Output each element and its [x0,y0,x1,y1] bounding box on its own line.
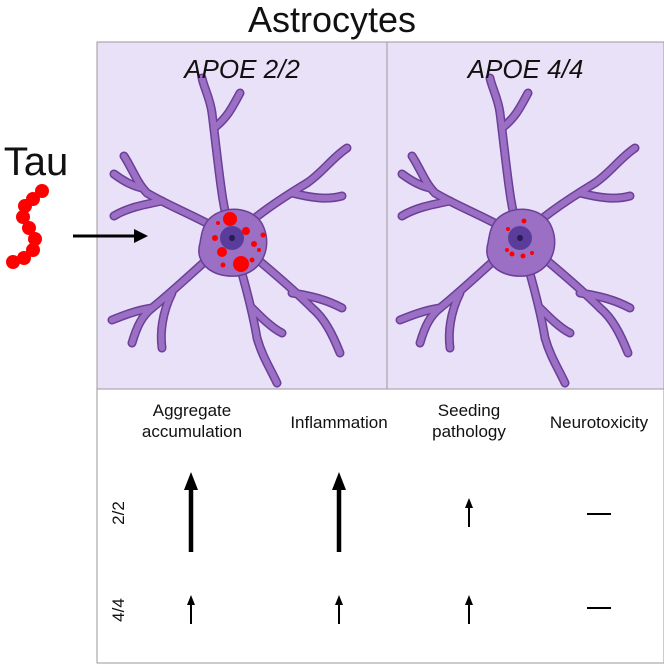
column-header-aggregate: Aggregate accumulation [141,401,243,441]
tau-uptake-arrow-icon [73,229,148,243]
tau-aggregates [212,212,266,272]
column-header-inflammation: Inflammation [290,413,388,432]
small-up-arrow-icon [465,498,473,527]
large-up-arrow-icon [332,472,346,552]
figure-title: Astrocytes [247,0,417,40]
astrocyte-apoe44 [400,78,635,383]
row-label-4-4: 4/4 [109,598,128,622]
small-up-arrow-icon [465,595,473,624]
small-up-arrow-icon [187,595,195,624]
tau-label: Tau [3,140,69,184]
tau-aggregates [505,218,534,259]
column-header-neurotoxicity: Neurotoxicity [549,413,649,432]
astrocyte-apoe22 [112,78,347,383]
column-header-seeding: Seeding pathology [432,401,506,441]
large-up-arrow-icon [184,472,198,552]
small-up-arrow-icon [335,595,343,624]
tau-chain-icon [6,184,49,269]
panel-apoe44-title: APOE 4/4 [467,54,584,84]
row-label-2-2: 2/2 [109,501,128,525]
panel-apoe22-title: APOE 2/2 [184,54,300,84]
